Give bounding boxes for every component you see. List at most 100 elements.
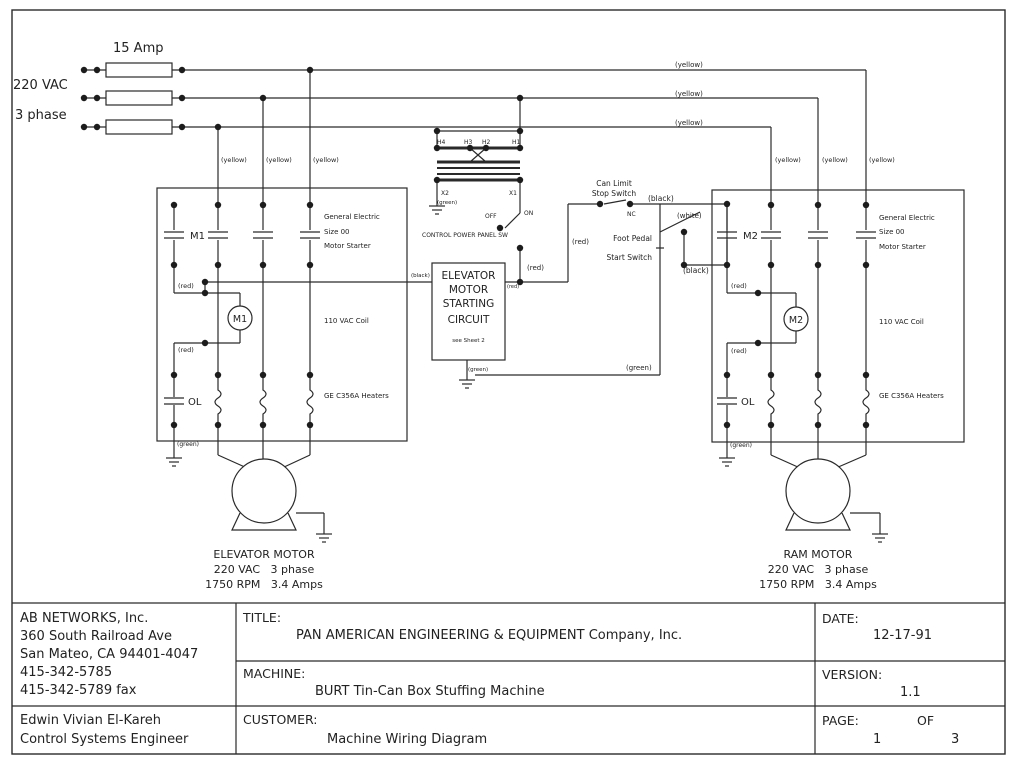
page-number: 1 (873, 732, 882, 747)
wire-label-yellow: (yellow) (675, 61, 703, 69)
control-box-line-4: CIRCUIT (448, 314, 490, 326)
terminal-dot (814, 201, 822, 209)
terminal-h4: H4 (437, 139, 446, 146)
terminal-dot (680, 228, 688, 236)
wire-label-green: (green) (468, 367, 488, 373)
terminal-dots (80, 66, 870, 429)
starter-size-left: Size 00 (324, 228, 350, 236)
terminal-dot (93, 94, 101, 102)
terminal-dot (516, 94, 524, 102)
terminal-dot (170, 261, 178, 269)
terminal-dot (516, 278, 524, 286)
switch-off-label: OFF (485, 213, 497, 220)
control-transformer (429, 98, 521, 282)
wire-label-white: (white) (677, 212, 702, 220)
motor-spec-ram-1: 220 VAC 3 phase (768, 563, 869, 576)
wire-label-black: (black) (411, 273, 430, 279)
terminal-dot (596, 200, 604, 208)
motor-name-ram: RAM MOTOR (784, 548, 853, 561)
coil-voltage-left: 110 VAC Coil (324, 317, 369, 325)
foot-switch-label-2: Start Switch (606, 253, 652, 262)
terminal-h2: H2 (482, 139, 491, 146)
terminal-dot (496, 224, 504, 232)
wire-label-yellow: (yellow) (313, 156, 339, 164)
terminal-dot (80, 123, 88, 131)
heaters-right: GE C356A Heaters (879, 392, 944, 400)
wire-label-green: (green) (730, 442, 752, 449)
machine-value: BURT Tin-Can Box Stuffing Machine (315, 684, 545, 699)
starter-size-right: Size 00 (879, 228, 905, 236)
terminal-dot (754, 289, 762, 297)
motor-spec-elevator-2: 1750 RPM 3.4 Amps (205, 578, 323, 591)
motor-spec-ram-2: 1750 RPM 3.4 Amps (759, 578, 877, 591)
motor-spec-elevator-1: 220 VAC 3 phase (214, 563, 315, 576)
terminal-dot (178, 66, 186, 74)
fuse (105, 62, 173, 78)
coil-m2 (783, 306, 809, 332)
terminal-dot (814, 261, 822, 269)
fuse-rating-label: 15 Amp (113, 41, 163, 56)
coil-label-m1: M1 (233, 314, 247, 325)
terminal-dot (201, 339, 209, 347)
terminal-dot (466, 144, 474, 152)
terminal-dot (259, 371, 267, 379)
terminal-dot (767, 201, 775, 209)
wire-label-green: (green) (177, 441, 199, 448)
terminal-dot (178, 123, 186, 131)
control-box-line-2: MOTOR (449, 284, 488, 296)
terminal-dot (306, 66, 314, 74)
terminal-dot (259, 201, 267, 209)
supply-lines (84, 69, 866, 128)
wire-label-red: (red) (731, 282, 747, 290)
company-name: AB NETWORKS, Inc. (20, 611, 149, 626)
fuse (105, 90, 173, 106)
terminal-dot (680, 261, 688, 269)
heaters-left: GE C356A Heaters (324, 392, 389, 400)
terminal-dot (723, 200, 731, 208)
terminal-x2: X2 (441, 190, 449, 197)
terminal-dot (862, 201, 870, 209)
terminal-h3: H3 (464, 139, 473, 146)
elevator-motor-symbol (217, 454, 332, 543)
nc-label: NC (627, 211, 636, 218)
terminal-x1: X1 (509, 190, 517, 197)
switch-on-label: ON (524, 210, 533, 217)
terminal-dot (754, 339, 762, 347)
terminal-dot (214, 421, 222, 429)
terminal-dot (201, 278, 209, 286)
wire-label-yellow: (yellow) (675, 90, 703, 98)
terminal-dot (862, 261, 870, 269)
of-label: OF (917, 713, 935, 728)
limit-switch-label-2: Stop Switch (592, 189, 636, 198)
control-box-line-1: ELEVATOR (442, 270, 496, 282)
ram-motor-symbol (770, 454, 888, 543)
wire-label-red: (red) (731, 347, 747, 355)
date-label: DATE: (822, 611, 859, 626)
company-phone: 415-342-5785 (20, 665, 113, 680)
terminal-dot (516, 176, 524, 184)
terminal-dot (433, 176, 441, 184)
wire-label-red: (red) (507, 284, 519, 290)
customer-label: CUSTOMER: (243, 712, 318, 727)
version-label: VERSION: (822, 667, 883, 682)
version-value: 1.1 (900, 685, 921, 700)
elevator-starter-box (156, 187, 408, 442)
terminal-dot (767, 371, 775, 379)
terminal-dot (214, 123, 222, 131)
terminal-dot (433, 144, 441, 152)
date-value: 12-17-91 (873, 628, 933, 643)
terminal-dot (214, 201, 222, 209)
terminal-dot (259, 261, 267, 269)
terminal-dot (723, 421, 731, 429)
machine-label: MACHINE: (243, 666, 306, 681)
engineer-title: Control Systems Engineer (20, 732, 189, 747)
wire-label-yellow: (yellow) (822, 156, 848, 164)
terminal-dot (306, 261, 314, 269)
terminal-dot (516, 244, 524, 252)
terminal-dot (170, 421, 178, 429)
terminal-dot (214, 371, 222, 379)
wire-label-yellow: (yellow) (869, 156, 895, 164)
terminal-dot (201, 289, 209, 297)
terminal-h1: H1 (512, 139, 521, 146)
foot-switch-label-1: Foot Pedal (613, 234, 652, 243)
